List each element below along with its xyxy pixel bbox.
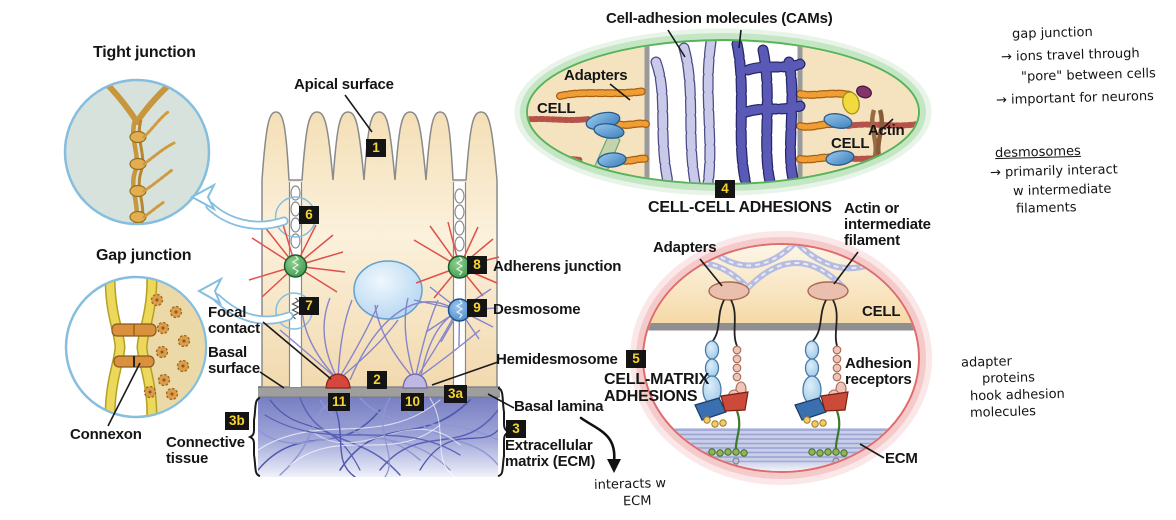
actin-label: Actin	[868, 122, 905, 139]
marker-6: 6	[299, 206, 319, 224]
note-adapter-line1: adapter	[960, 354, 1013, 371]
nucleus	[353, 260, 423, 320]
ecm-label-matrix: ECM	[885, 450, 918, 467]
note-gap-junction-title: gap junction	[1011, 24, 1093, 43]
basal-surface-label: Basal surface	[208, 344, 260, 378]
cell-matrix-adhesions-inset	[630, 231, 932, 485]
hemidesmosome-dome	[402, 373, 428, 389]
tight-junction-beads	[290, 185, 465, 252]
adhesion-receptors-label: Adhesion receptors	[845, 355, 912, 389]
gap-junction-inset	[64, 275, 208, 419]
marker-7: 7	[299, 297, 319, 315]
cam-chains-dark	[731, 41, 806, 183]
focal-contact-dome	[325, 373, 351, 389]
adapters-label-cams: Adapters	[564, 67, 628, 84]
handwritten-arrow	[579, 416, 621, 473]
cams-title: Cell-adhesion molecules (CAMs)	[606, 10, 833, 27]
cell-label-left: CELL	[537, 100, 576, 117]
marker-10: 10	[401, 393, 425, 411]
cell-label-matrix: CELL	[862, 303, 901, 320]
note-desmosomes-line3: filaments	[1015, 200, 1077, 217]
marker-4: 4	[715, 180, 735, 198]
cell-matrix-adhesions-caption: CELL-MATRIX ADHESIONS	[604, 371, 710, 406]
connective-tissue-label: Connective tissue	[166, 434, 245, 468]
marker-8: 8	[467, 256, 487, 274]
note-ecm-line1: interacts w	[593, 476, 667, 493]
adherens-junction-label: Adherens junction	[493, 258, 622, 275]
tight-junction-inset	[63, 78, 211, 226]
matrix-adapters	[708, 281, 849, 301]
marker-3b: 3b	[225, 412, 249, 430]
marker-5: 5	[626, 350, 646, 368]
cell-cell-adhesions-caption: CELL-CELL ADHESIONS	[648, 199, 832, 216]
ecm-block	[258, 396, 498, 477]
extracellular-matrix-label: Extracellular matrix (ECM)	[505, 437, 596, 471]
desmosome-label: Desmosome	[493, 301, 581, 318]
epithelial-cells	[247, 111, 510, 477]
connexon-label: Connexon	[70, 426, 142, 443]
actin-or-intermediate-label: Actin or intermediate filament	[844, 200, 931, 250]
hemidesmosome-label: Hemidesmosome	[496, 351, 618, 368]
adapters-label-matrix: Adapters	[653, 239, 717, 256]
tight-junction-title: Tight junction	[93, 44, 196, 61]
cell-cell-adhesions-inset	[514, 28, 932, 196]
note-ecm-line2: ECM	[622, 493, 652, 510]
zoom-arrow-gap-junction	[196, 276, 294, 325]
apical-surface-label: Apical surface	[294, 76, 394, 93]
note-adapter-line4: molecules	[969, 404, 1037, 421]
marker-3: 3	[506, 420, 526, 438]
note-adapter-line2: proteins	[981, 370, 1036, 387]
gap-junction-squiggle	[291, 297, 300, 320]
note-desmosomes-title: desmosomes	[994, 143, 1081, 162]
basal-lamina-label: Basal lamina	[514, 398, 604, 415]
zoom-arrow-tight-junction	[189, 182, 289, 230]
marker-3a: 3a	[444, 385, 468, 403]
cam-chains-light	[650, 41, 717, 183]
marker-11: 11	[328, 393, 351, 411]
cell-label-right: CELL	[831, 135, 870, 152]
leader-lines	[107, 29, 894, 459]
focal-contact-label: Focal contact	[208, 304, 260, 338]
note-adapter-line3: hook adhesion	[969, 386, 1066, 405]
marker-1: 1	[366, 139, 386, 157]
adhesion-receptor-unit	[694, 340, 749, 471]
gap-junction-title: Gap junction	[96, 247, 192, 264]
adapter-blobs	[585, 85, 872, 168]
adhesion-receptor-unit	[794, 340, 849, 471]
note-desmosomes-line2: w intermediate	[1012, 181, 1112, 200]
connexon-cylinders	[111, 323, 157, 368]
marker-2: 2	[367, 371, 387, 389]
marker-9: 9	[467, 299, 487, 317]
receptor-stalks	[711, 299, 838, 347]
